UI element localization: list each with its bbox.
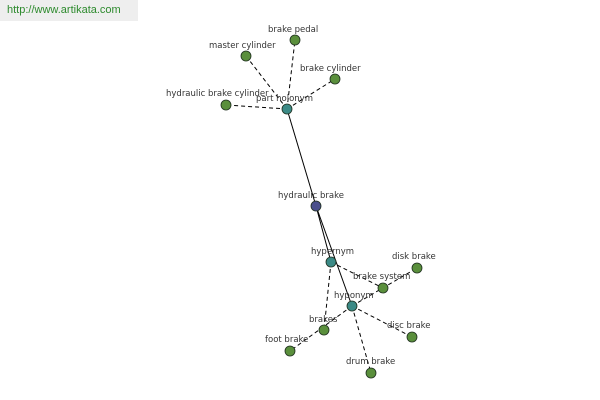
node-disk-brake[interactable] <box>411 262 423 274</box>
edge-hyponym-to-disc-brake <box>351 305 413 338</box>
edge-hypernym-to-brakes <box>323 261 332 331</box>
edge-hypernym-to-brake-system <box>330 261 384 289</box>
site-url-banner[interactable]: http://www.artikata.com <box>0 0 138 21</box>
node-brake-system[interactable] <box>377 282 389 294</box>
node-hyponym[interactable] <box>346 300 358 312</box>
label-hypernym: hypernym <box>311 247 354 257</box>
label-foot-brake: foot brake <box>265 335 308 345</box>
label-brake-cylinder: brake cylinder <box>300 64 361 74</box>
node-part-holonym[interactable] <box>281 103 293 115</box>
edge-part-holonym-to-hydraulic-brake-cylinder <box>225 104 288 110</box>
label-brake-pedal: brake pedal <box>268 25 318 35</box>
node-hydraulic-brake-cylinder[interactable] <box>220 99 232 111</box>
edge-hydraulic-brake-to-hypernym <box>315 205 332 263</box>
label-drum-brake: drum brake <box>346 357 395 367</box>
label-brakes: brakes <box>309 315 338 325</box>
edge-part-holonym-to-brake-cylinder <box>286 78 336 110</box>
edge-hydraulic-brake-to-hyponym <box>315 205 353 307</box>
edge-part-holonym-to-brake-pedal <box>286 39 296 110</box>
node-master-cylinder[interactable] <box>240 50 252 62</box>
label-layer: hydraulic brake part holonym hypernym hypon… <box>166 25 436 367</box>
node-brake-pedal[interactable] <box>289 34 301 46</box>
node-hypernym[interactable] <box>325 256 337 268</box>
label-disc-brake: disc brake <box>387 321 431 331</box>
node-brake-cylinder[interactable] <box>329 73 341 85</box>
label-hyponym: hyponym <box>334 291 374 301</box>
edge-hydraulic-brake-to-part-holonym <box>286 108 317 207</box>
label-master-cylinder: master cylinder <box>209 41 276 51</box>
node-brakes[interactable] <box>318 324 330 336</box>
node-foot-brake[interactable] <box>284 345 296 357</box>
label-hydraulic-brake: hydraulic brake <box>278 191 344 201</box>
label-hydraulic-brake-cylinder: hydraulic brake cylinder <box>166 89 269 99</box>
edge-hyponym-to-drum-brake <box>351 305 372 374</box>
node-layer <box>220 34 423 379</box>
label-disk-brake: disk brake <box>392 252 436 262</box>
node-drum-brake[interactable] <box>365 367 377 379</box>
label-brake-system: brake system <box>353 272 410 282</box>
node-disc-brake[interactable] <box>406 331 418 343</box>
label-part-holonym: part holonym <box>256 94 313 104</box>
node-hydraulic-brake[interactable] <box>310 200 322 212</box>
